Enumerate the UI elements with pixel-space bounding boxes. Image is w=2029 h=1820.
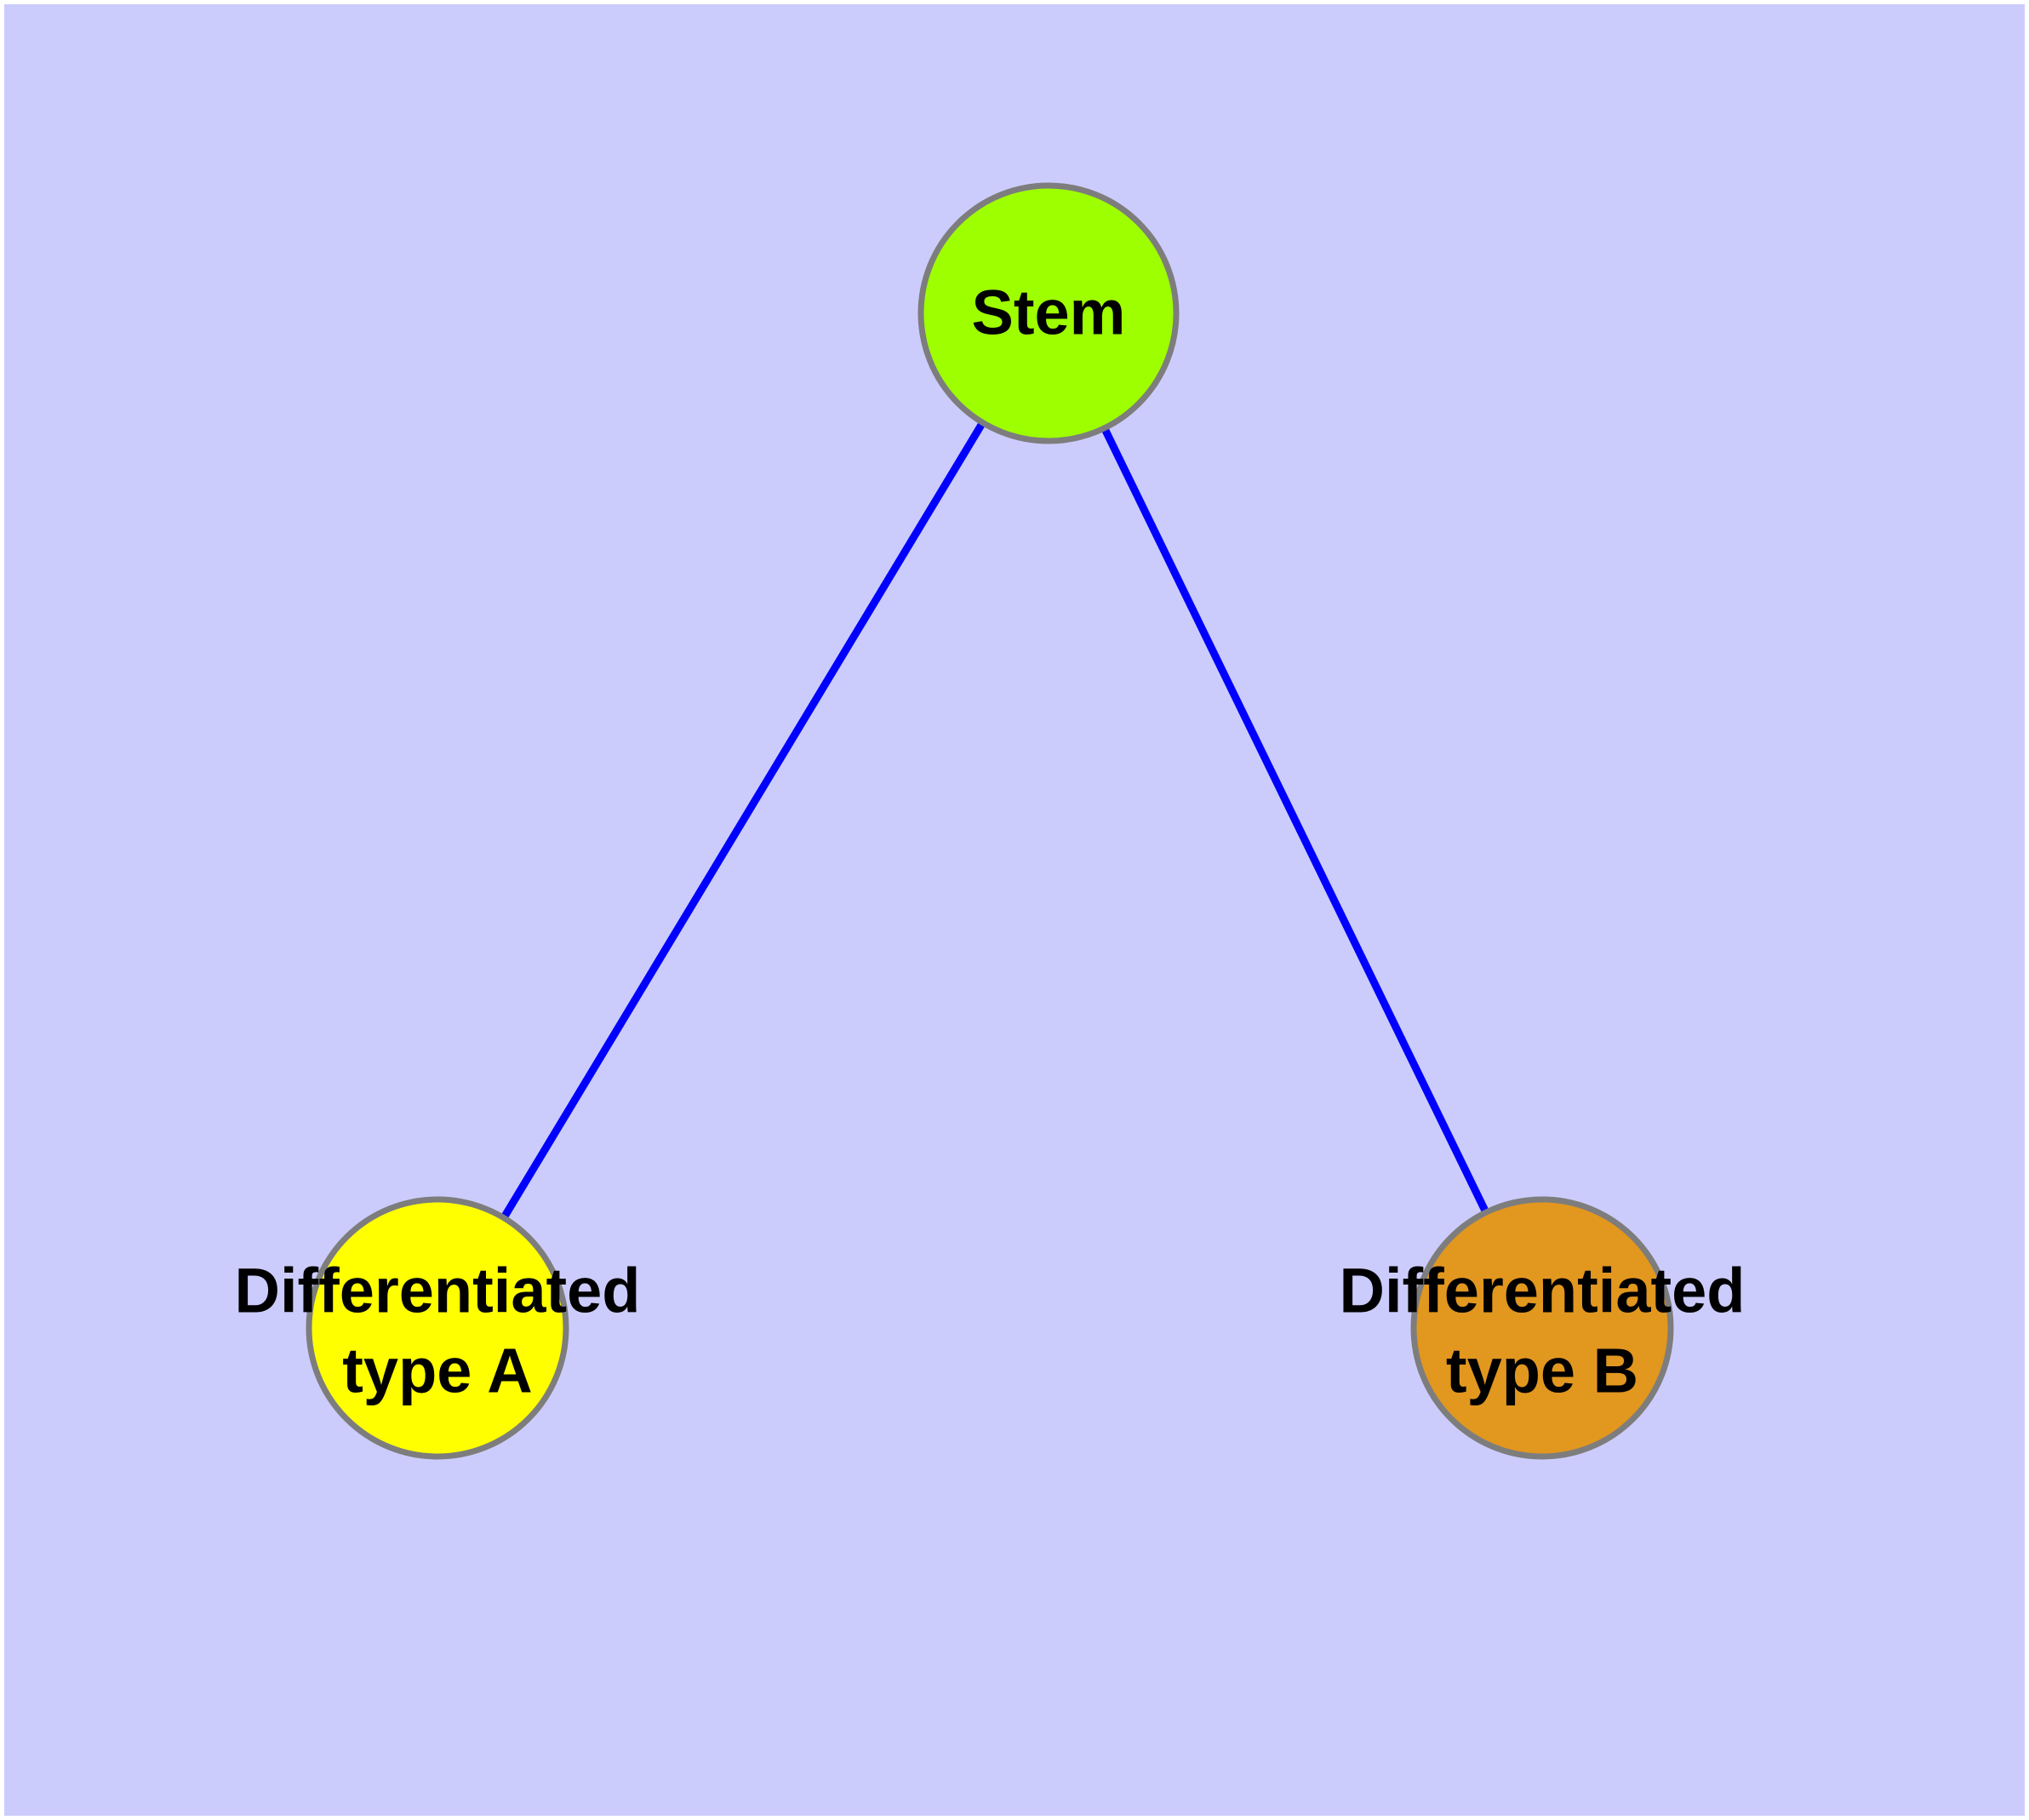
label-layer: Stem Differentiated type A Differentiate… (235, 278, 1746, 1406)
node-stem-label: Stem (972, 278, 1126, 348)
node-differentiated-type-a-label-line1: Differentiated (235, 1256, 641, 1326)
node-differentiated-type-a-label-line2: type A (342, 1336, 532, 1406)
node-layer (306, 182, 1674, 1460)
edge-layer (434, 311, 1546, 1331)
node-differentiated-type-b-label-line2: type B (1446, 1336, 1638, 1406)
node-stem-circle[interactable] (917, 182, 1180, 444)
node-differentiated-type-a-circle[interactable] (306, 1196, 569, 1460)
edge-stem-to-differentiated-type-b[interactable] (1044, 312, 1546, 1330)
edge-stem-to-differentiated-type-a[interactable] (434, 311, 1052, 1331)
node-differentiated-type-b[interactable] (1410, 1196, 1674, 1460)
node-differentiated-type-b-label-line1: Differentiated (1340, 1256, 1746, 1326)
node-stem[interactable] (917, 182, 1180, 444)
node-differentiated-type-a[interactable] (306, 1196, 569, 1460)
node-differentiated-type-b-circle[interactable] (1410, 1196, 1674, 1460)
